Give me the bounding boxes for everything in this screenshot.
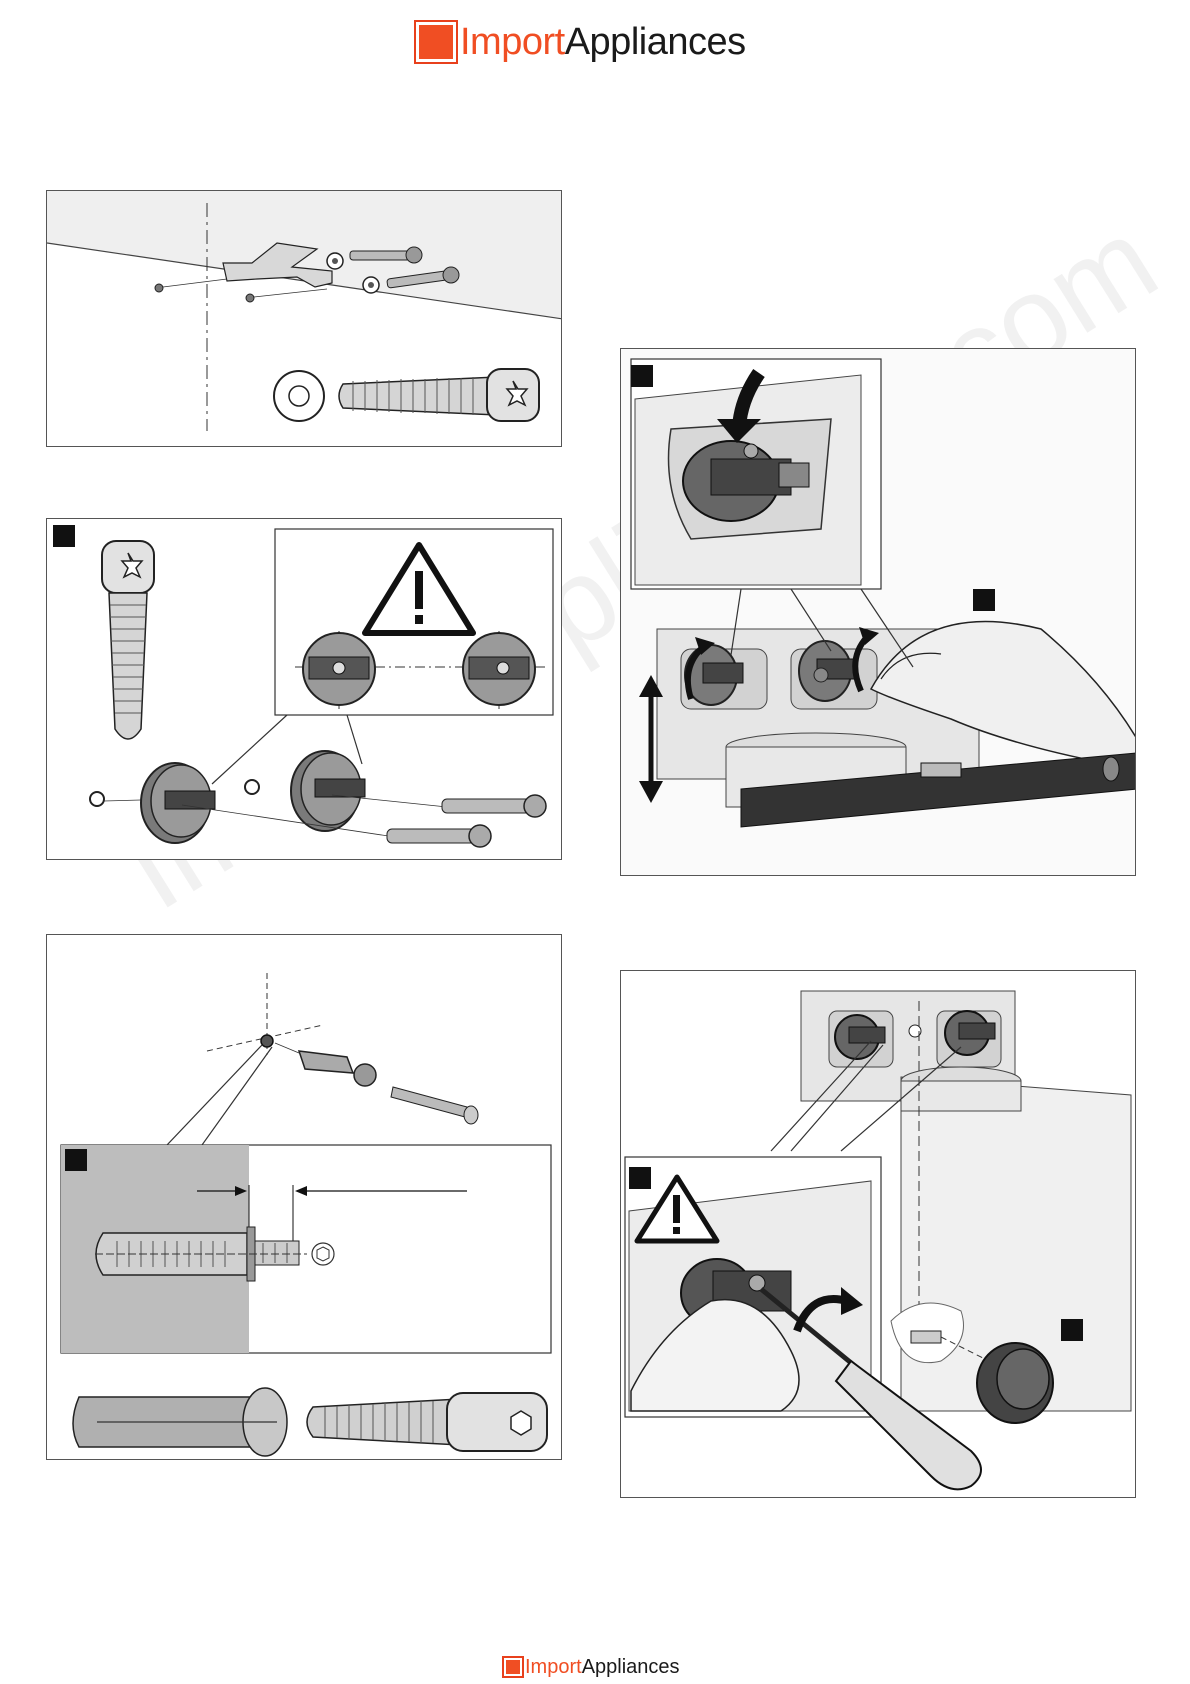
step-marker (973, 589, 995, 611)
figure-mounting-discs (46, 518, 562, 860)
brand-logo-bottom: ImportAppliances (502, 1655, 680, 1679)
logo-square-icon (502, 1656, 524, 1678)
bracket-screws-illustration (47, 191, 562, 447)
figure-bracket-screws (46, 190, 562, 447)
figure-level-adjust (620, 348, 1136, 876)
brand-logo-top: ImportAppliances (414, 18, 746, 66)
logo-text: ImportAppliances (525, 1656, 680, 1679)
screwdriver-fix-illustration (621, 971, 1136, 1498)
wall-anchor-illustration (47, 935, 562, 1460)
figure-screwdriver-fix (620, 970, 1136, 1498)
step-marker (1061, 1319, 1083, 1341)
mounting-disc-warning-illustration (47, 519, 562, 860)
step-marker (629, 1167, 651, 1189)
level-adjust-illustration (621, 349, 1136, 876)
logo-text: ImportAppliances (460, 21, 746, 64)
figure-wall-anchor (46, 934, 562, 1460)
step-marker (631, 365, 653, 387)
logo-square-icon (414, 20, 458, 64)
